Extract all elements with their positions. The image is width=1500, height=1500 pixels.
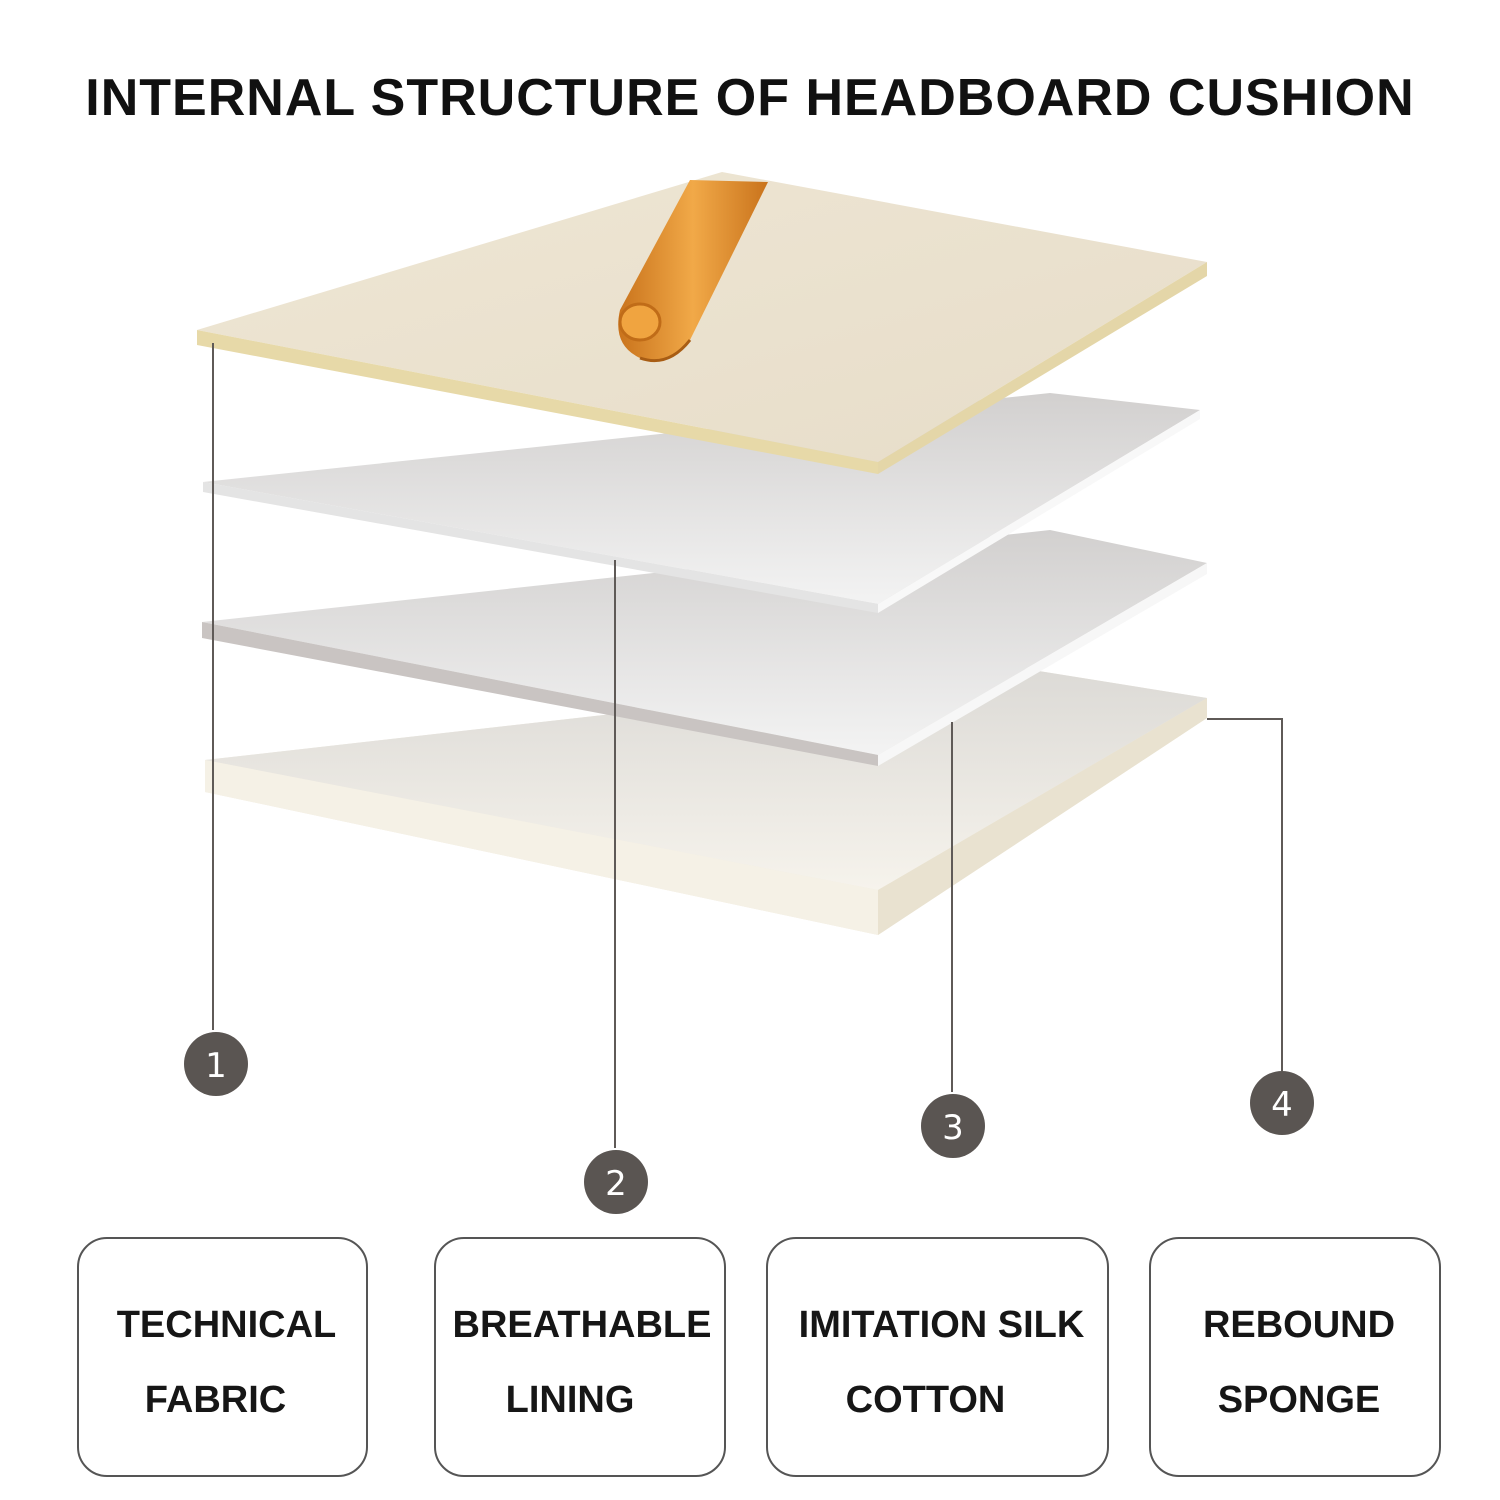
callout-line-4 (1207, 718, 1283, 1071)
label-box-rebound-sponge: REBOUND SPONGE (1149, 1237, 1441, 1477)
silk-cotton-layer (202, 530, 1207, 766)
label-line-1: IMITATION SILK (798, 1304, 1085, 1346)
label-line-2: LINING (505, 1379, 635, 1421)
label-line-2: COTTON (845, 1379, 1006, 1421)
marker-1: 1 (184, 1032, 248, 1096)
breathable-lining-layer (203, 393, 1200, 613)
label-box-imitation-silk-cotton: IMITATION SILK COTTON (766, 1237, 1109, 1477)
label-box-technical-fabric: TECHNICAL FABRIC (77, 1237, 368, 1477)
technical-fabric-layer (197, 172, 1207, 474)
layer-diagram: 1 2 3 4 (184, 172, 1314, 1214)
marker-4-text: 4 (1271, 1085, 1293, 1125)
marker-4: 4 (1250, 1071, 1314, 1135)
marker-3-text: 3 (942, 1108, 964, 1148)
marker-2-text: 2 (605, 1164, 627, 1204)
label-line-2: SPONGE (1217, 1379, 1381, 1421)
marker-2: 2 (584, 1150, 648, 1214)
page-title: INTERNAL STRUCTURE OF HEADBOARD CUSHION (85, 69, 1415, 127)
label-line-1: BREATHABLE (452, 1304, 712, 1346)
label-line-1: TECHNICAL (116, 1304, 337, 1346)
marker-1-text: 1 (205, 1046, 227, 1086)
zipper-pull-icon (618, 180, 768, 363)
callout-lines (212, 343, 1283, 1148)
label-box-breathable-lining: BREATHABLE LINING (434, 1237, 726, 1477)
rebound-sponge-layer (205, 668, 1207, 935)
marker-3: 3 (921, 1094, 985, 1158)
label-line-2: FABRIC (144, 1379, 287, 1421)
label-line-1: REBOUND (1202, 1304, 1396, 1346)
